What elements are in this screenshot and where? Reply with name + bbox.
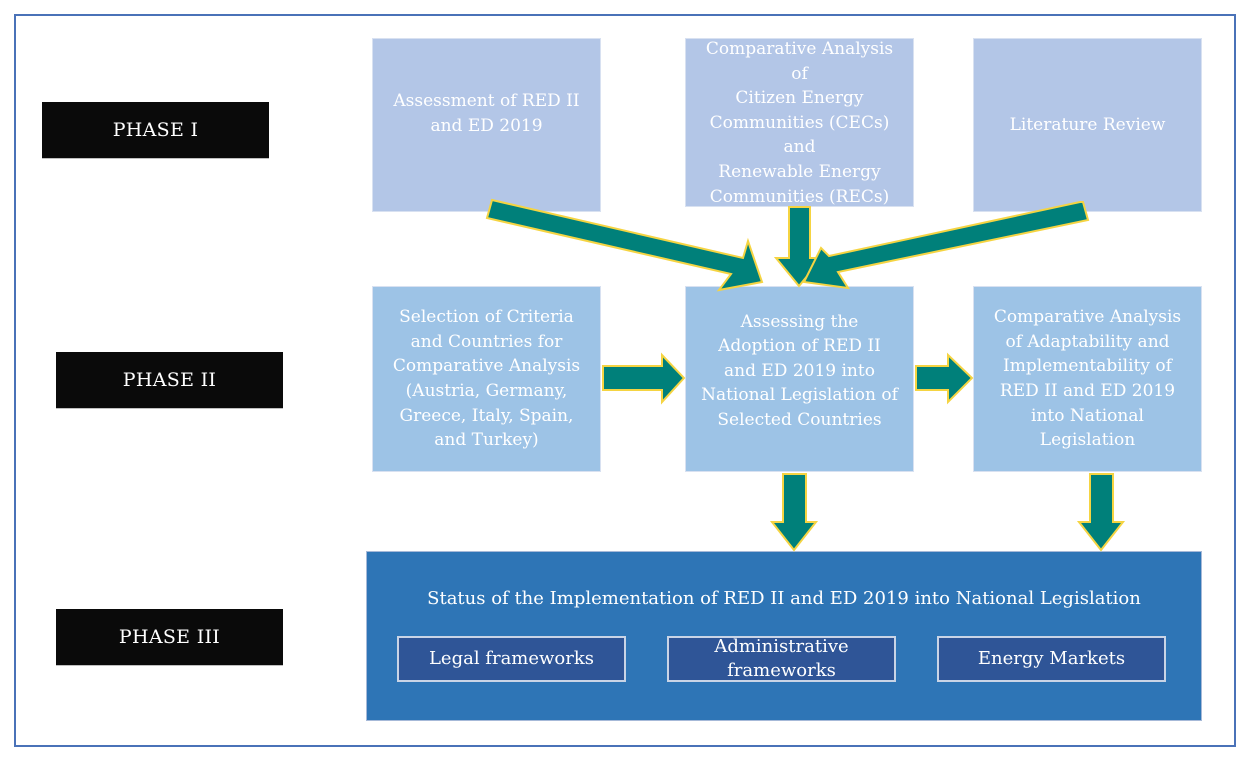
selection-criteria-text: Selection of Criteria and Countries for … bbox=[392, 307, 581, 451]
implementation-status-title: Status of the Implementation of RED II a… bbox=[427, 588, 1141, 609]
implementation-status-box: Status of the Implementation of RED II a… bbox=[367, 552, 1201, 720]
administrative-frameworks-text: Administrative frameworks bbox=[714, 636, 849, 681]
legal-frameworks-text: Legal frameworks bbox=[428, 648, 595, 669]
arrow-assessment-to-adoption bbox=[485, 198, 764, 292]
administrative-frameworks-box: Administrative frameworks bbox=[667, 636, 896, 682]
assessing-adoption-text: Assessing the Adoption of RED II and ED … bbox=[701, 311, 898, 430]
assessment-box: Assessment of RED II and ED 2019 bbox=[372, 38, 601, 212]
literature-review-text: Literature Review bbox=[1009, 114, 1166, 135]
phase-2-label: PHASE II bbox=[56, 352, 283, 408]
arrow-literature-to-adoption bbox=[802, 201, 1090, 290]
arrow-adoption-to-adaptability bbox=[915, 352, 974, 405]
adaptability-analysis-box: Comparative Analysis of Adaptability and… bbox=[973, 286, 1202, 472]
assessing-adoption-box: Assessing the Adoption of RED II and ED … bbox=[685, 286, 914, 472]
energy-markets-text: Energy Markets bbox=[977, 648, 1126, 669]
arrow-selection-to-adoption bbox=[602, 352, 686, 405]
arrow-adoption-to-status bbox=[769, 473, 819, 552]
comparative-cec-rec-box: Comparative Analysis of Citizen Energy C… bbox=[685, 38, 914, 207]
energy-markets-box: Energy Markets bbox=[937, 636, 1166, 682]
phase-3-label: PHASE III bbox=[56, 609, 283, 665]
selection-criteria-box: Selection of Criteria and Countries for … bbox=[372, 286, 601, 472]
comparative-cec-rec-text: Comparative Analysis of Citizen Energy C… bbox=[705, 39, 894, 207]
arrow-adaptability-to-status bbox=[1076, 473, 1126, 552]
legal-frameworks-box: Legal frameworks bbox=[397, 636, 626, 682]
diagram-frame bbox=[14, 14, 1236, 747]
assessment-text: Assessment of RED II and ED 2019 bbox=[393, 91, 580, 136]
adaptability-analysis-text: Comparative Analysis of Adaptability and… bbox=[993, 307, 1182, 451]
phase-1-label: PHASE I bbox=[42, 102, 269, 158]
literature-review-box: Literature Review bbox=[973, 38, 1202, 212]
